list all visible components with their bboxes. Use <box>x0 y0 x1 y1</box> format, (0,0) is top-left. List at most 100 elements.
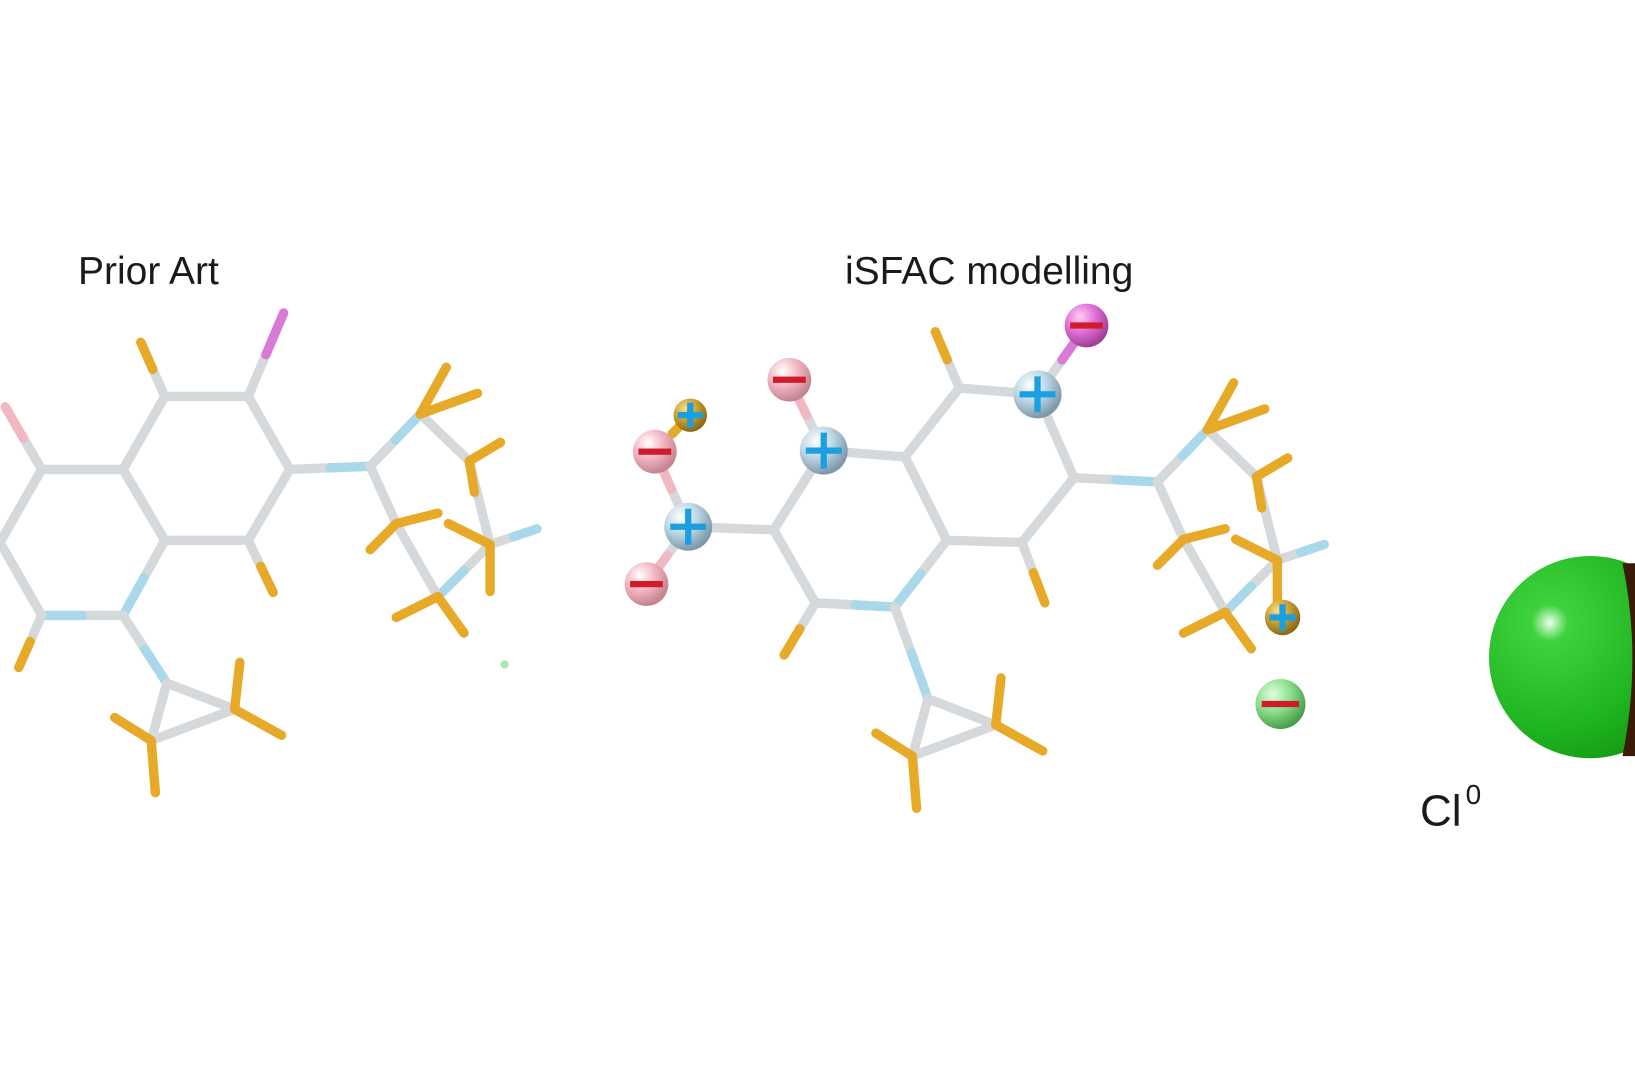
bond <box>1069 473 1121 485</box>
chloride-atom-negative <box>1255 678 1306 730</box>
bond <box>118 391 170 475</box>
minus-sign-icon <box>1261 700 1300 708</box>
oxygen-atom-negative <box>624 562 669 606</box>
bond <box>900 452 952 545</box>
bond-heteroatom <box>850 600 900 612</box>
hydrogen-bond-stick <box>1178 524 1230 544</box>
oxygen-atom-negative <box>767 357 812 402</box>
hydrogen-bond-stick <box>1202 378 1239 435</box>
bond-heteroatom <box>930 327 953 365</box>
bond <box>148 364 170 402</box>
bond-heteroatom <box>118 573 149 621</box>
hydrogen-bond-stick <box>229 704 287 740</box>
hydrogen-bond-stick <box>1202 404 1270 435</box>
bond-heteroatom <box>0 402 29 443</box>
bond-heteroatom <box>136 337 158 374</box>
bond <box>146 704 240 746</box>
hydrogen-atom-positive <box>673 398 707 432</box>
hydrogen-bond-stick <box>146 735 161 798</box>
hydrogen-bond-stick <box>433 591 469 638</box>
bond-heteroatom <box>14 636 35 673</box>
bond <box>0 537 47 621</box>
bond <box>146 678 172 746</box>
bond <box>243 350 271 402</box>
chlorine-residual-density <box>500 660 509 669</box>
bond <box>415 409 474 466</box>
bond-heteroatom <box>779 624 805 660</box>
bond-heteroatom <box>1177 425 1213 461</box>
carbon-atom-positive <box>1013 370 1062 419</box>
hydrogen-bond-stick <box>415 362 451 419</box>
oxygen-atom-negative <box>632 429 677 474</box>
carboxyl-carbon-positive <box>664 502 713 551</box>
bond <box>25 610 47 647</box>
bond-heteroatom <box>255 561 278 598</box>
bond-heteroatom <box>889 568 926 612</box>
bond-heteroatom <box>1111 475 1163 487</box>
bond <box>18 433 47 475</box>
hydrogen-bond-stick <box>1230 534 1283 565</box>
bond <box>942 355 965 393</box>
bond <box>118 464 170 545</box>
bond-heteroatom <box>1296 539 1329 557</box>
bond-heteroatom <box>433 565 469 602</box>
bond <box>139 535 170 583</box>
hydrogen-bond-stick <box>1152 534 1189 571</box>
bond-heteroatom <box>1220 581 1256 617</box>
bond-heteroatom <box>325 461 375 473</box>
nitrogen-atom-positive <box>799 426 848 475</box>
bond <box>365 461 401 529</box>
hydrogen-atom-positive <box>1264 599 1301 636</box>
minus-sign-icon <box>630 580 663 588</box>
hydrogen-bond-stick <box>391 591 443 623</box>
bond-heteroatom <box>508 524 542 542</box>
bond <box>243 464 295 545</box>
bond <box>810 598 860 610</box>
bond <box>889 602 917 658</box>
bond-heteroatom <box>261 308 289 360</box>
bond <box>1152 451 1188 487</box>
hydrogen-bond-stick <box>365 518 401 555</box>
hydrogen-bond-stick <box>1178 607 1230 638</box>
bond <box>243 391 295 475</box>
bond <box>1017 473 1079 548</box>
hydrogen-bond-stick <box>415 388 483 419</box>
hydrogen-bond-stick <box>1251 453 1293 482</box>
bond <box>769 525 821 608</box>
bond <box>923 694 1001 730</box>
bond <box>1178 534 1230 617</box>
minus-sign-icon <box>1070 322 1103 329</box>
chlorine-charge: 0 <box>1465 779 1482 810</box>
bond-heteroatom <box>140 644 172 688</box>
bond <box>1017 537 1039 578</box>
bond <box>1202 425 1262 482</box>
bond <box>907 694 933 761</box>
bond <box>0 464 47 548</box>
hydrogen-bond-stick <box>991 720 1048 756</box>
minus-sign-icon <box>638 448 672 455</box>
bond <box>118 610 150 654</box>
bond <box>1152 477 1189 544</box>
bond-heteroatom <box>1028 567 1050 608</box>
bond-heteroatom <box>390 409 425 445</box>
bond <box>942 535 1027 548</box>
bond-heteroatom <box>906 648 933 704</box>
bond <box>162 678 240 714</box>
hydrogen-bond-stick <box>1251 472 1267 513</box>
hydrogen-bond-stick <box>907 751 922 813</box>
bond <box>285 463 335 475</box>
bond <box>907 720 1001 761</box>
hydrogen-bond-stick <box>110 712 156 746</box>
hydrogen-bond-stick <box>991 673 1006 730</box>
bond <box>243 535 266 572</box>
panel-title-prior-art: Prior Art <box>78 250 219 293</box>
hydrogen-bond-stick <box>1220 607 1256 654</box>
hydrogen-bond-stick <box>464 437 506 466</box>
panel-title-isfac: iSFAC modelling <box>845 250 1134 293</box>
hydrogen-bond-stick <box>871 728 918 761</box>
bonds <box>0 308 1329 813</box>
bond <box>365 435 400 471</box>
